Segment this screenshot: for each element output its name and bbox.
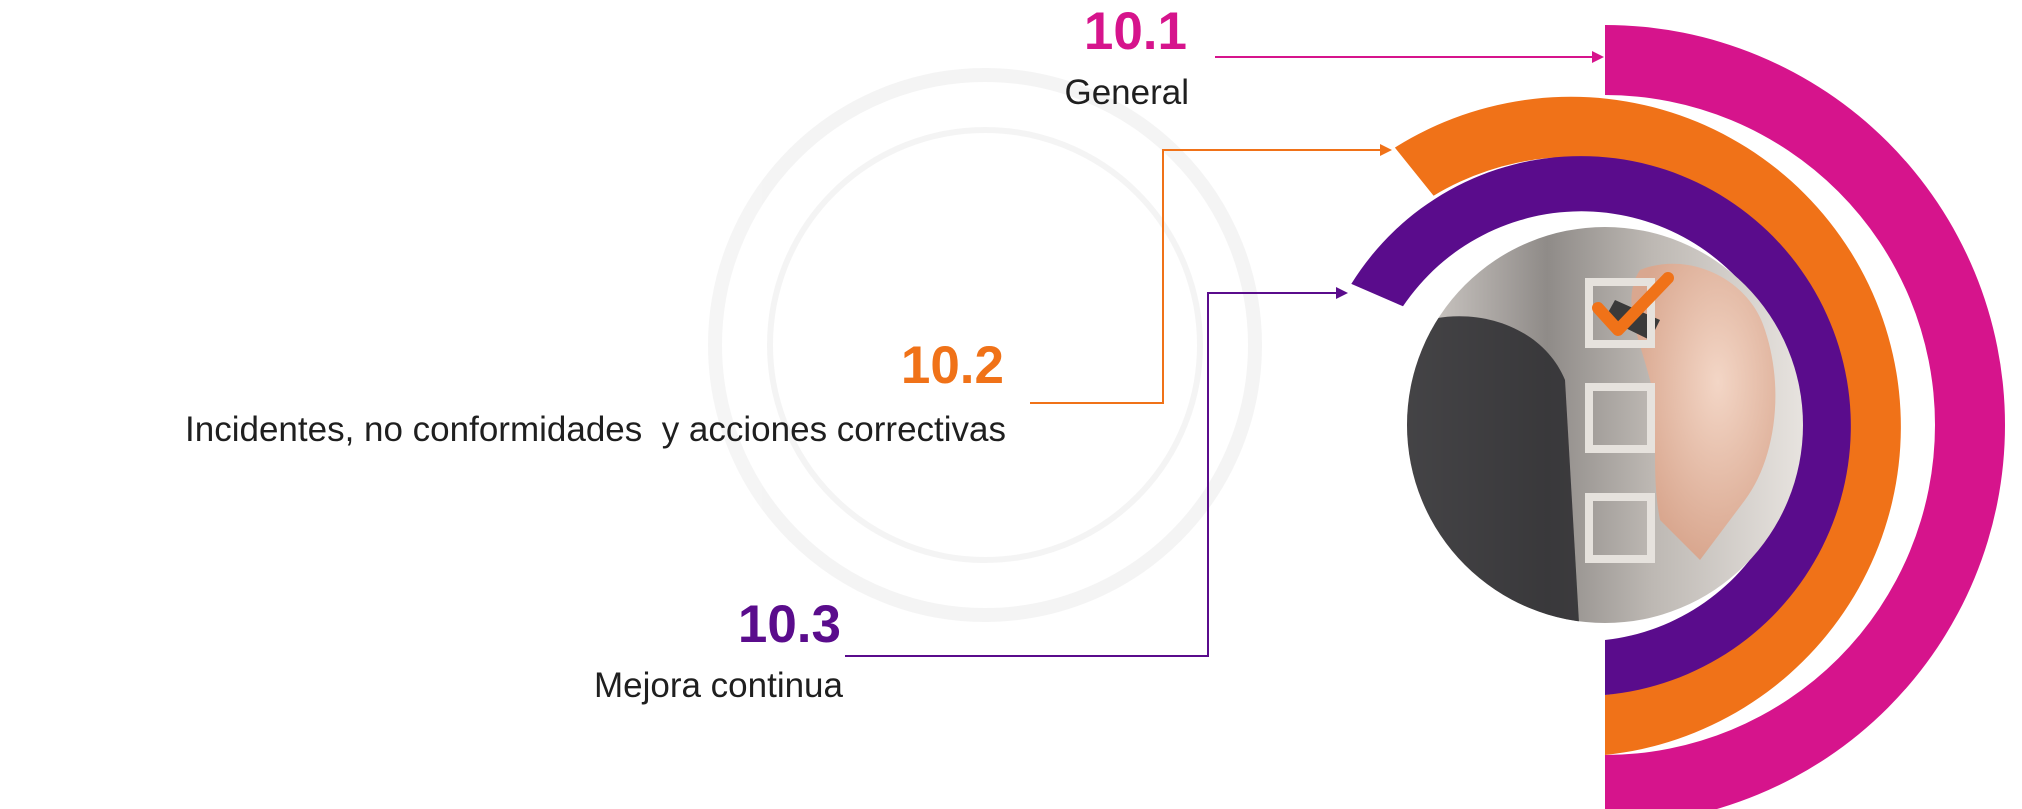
item-number-corrective: 10.2	[901, 336, 1004, 395]
item-number-general: 10.1	[1084, 2, 1187, 61]
ring-corrective	[1394, 96, 1901, 755]
item-label-corrective: Incidentes, no conformidades y acciones …	[185, 410, 1006, 449]
connector-corrective	[1030, 144, 1392, 404]
item-label-improvement: Mejora continua	[594, 666, 844, 705]
connector-improvement	[845, 287, 1348, 657]
ring-general	[1605, 25, 2005, 809]
item-label-general: General	[1064, 73, 1189, 112]
checkbox-1	[1585, 278, 1655, 348]
item-number-improvement: 10.3	[738, 595, 841, 654]
checkbox-2	[1585, 383, 1655, 453]
checkmark-icon	[1592, 272, 1674, 336]
checklist-photo	[1407, 227, 1803, 623]
watermark	[708, 68, 1262, 622]
checkbox-3	[1585, 493, 1655, 563]
